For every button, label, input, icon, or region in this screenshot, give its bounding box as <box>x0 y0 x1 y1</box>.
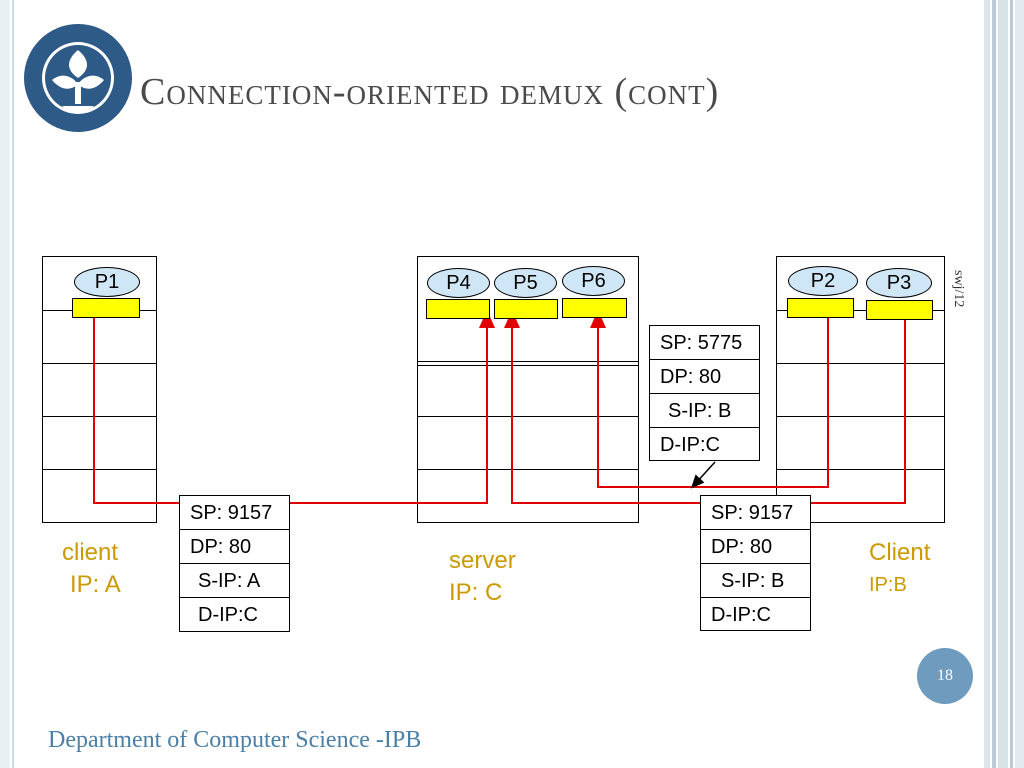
layer-divider <box>43 416 156 417</box>
slide-title: Connection-oriented demux (cont) <box>140 71 720 113</box>
socket-p5 <box>494 299 558 319</box>
process-p1: P1 <box>74 267 140 297</box>
layer-divider <box>418 365 638 366</box>
right-decor-stripe <box>1015 0 1024 768</box>
layer-divider <box>43 363 156 364</box>
packet-source-port: SP: 9157 <box>180 496 289 530</box>
page-number-badge: 18 <box>917 648 973 704</box>
host-label-client-a: client IP: A <box>62 537 121 601</box>
right-decor-stripe <box>984 0 990 768</box>
ipb-logo-icon <box>24 24 132 132</box>
right-decor-stripe <box>1010 0 1013 768</box>
host-label-client-b: Client IP:B <box>869 537 930 601</box>
footer-text: Department of Computer Science -IPB <box>48 727 422 753</box>
link-client-b-p2-to-p6 <box>590 310 829 488</box>
link-client-a-to-p4 <box>93 308 495 504</box>
layer-divider <box>43 469 156 470</box>
host-role: Client <box>869 539 931 566</box>
layer-divider <box>777 416 944 417</box>
host-role: server <box>449 547 516 574</box>
left-decor-band <box>0 0 10 768</box>
page-number: 18 <box>937 667 953 684</box>
right-decor-stripe <box>992 0 996 768</box>
process-p5: P5 <box>494 268 557 298</box>
host-ip: IP: C <box>449 579 503 606</box>
packet-from-b-bottom: SP: 9157 DP: 80 S-IP: B D-IP:C <box>700 495 811 631</box>
layer-divider <box>418 361 638 362</box>
process-p2: P2 <box>788 266 858 296</box>
process-p6: P6 <box>562 266 625 296</box>
layer-divider <box>777 310 944 311</box>
packet-dest-port: DP: 80 <box>701 530 810 564</box>
packet-source-ip: S-IP: B <box>701 564 810 598</box>
host-role: client <box>62 539 119 566</box>
host-label-server: server IP: C <box>449 545 516 609</box>
packet-from-b-top: SP: 5775 DP: 80 S-IP: B D-IP:C <box>649 325 760 461</box>
packet-dest-ip: D-IP:C <box>198 604 258 626</box>
packet-dest-port: DP: 80 <box>650 360 759 394</box>
socket-p3 <box>866 300 933 320</box>
packet-source-ip: S-IP: A <box>180 564 289 598</box>
socket-p4 <box>426 299 490 319</box>
packet-from-a: SP: 9157 DP: 80 S-IP: A D-IP:C <box>179 495 290 632</box>
packet-dest-port: DP: 80 <box>180 530 289 564</box>
host-ip: IP:B <box>869 574 907 596</box>
socket-p1 <box>72 298 140 318</box>
layer-divider <box>418 469 638 470</box>
packet-dest-ip: D-IP:C <box>711 604 771 626</box>
packet-dest-ip: D-IP:C <box>660 434 720 456</box>
packet-source-ip: S-IP: B <box>650 394 759 428</box>
host-ip: IP: A <box>70 571 121 598</box>
packet-source-port: SP: 9157 <box>701 496 810 530</box>
side-note: swj/12 <box>951 270 966 308</box>
socket-p2 <box>787 298 854 318</box>
process-p3: P3 <box>866 268 932 298</box>
packet-pointer-arrow <box>690 461 716 489</box>
layer-divider <box>777 469 944 470</box>
right-decor-stripe <box>998 0 1008 768</box>
socket-p6 <box>562 298 627 318</box>
layer-divider <box>418 416 638 417</box>
layer-divider <box>777 363 944 364</box>
left-decor-line <box>12 0 14 768</box>
packet-source-port: SP: 5775 <box>650 326 759 360</box>
process-p4: P4 <box>427 268 490 298</box>
